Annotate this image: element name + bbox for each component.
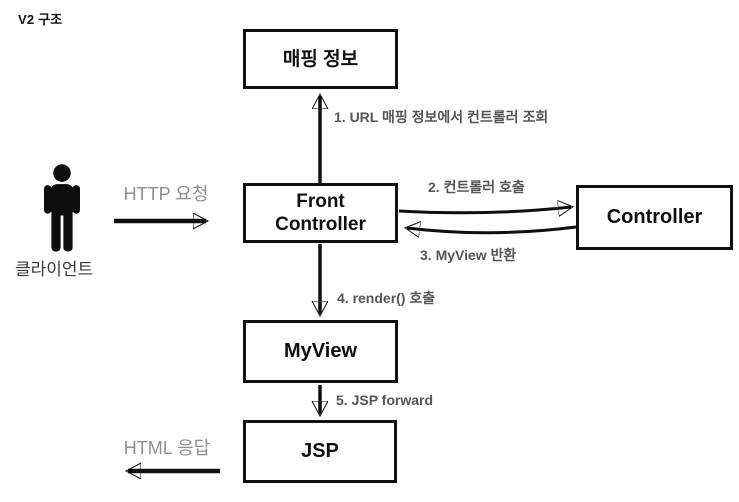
myview-return-arrow — [407, 227, 577, 233]
client-person-icon — [44, 164, 80, 252]
mapping-info-box: 매핑 정보 — [243, 29, 398, 89]
jsp-box: JSP — [243, 420, 397, 483]
jsp-box-label: JSP — [301, 440, 339, 462]
step2-label: 2. 컨트롤러 호출 — [428, 179, 525, 195]
controller-box: Controller — [576, 185, 733, 250]
diagram-title: V2 구조 — [18, 12, 63, 27]
controller-box-label: Controller — [606, 206, 703, 228]
front-controller-box: Front Controller — [243, 183, 398, 243]
step1-label: 1. URL 매핑 정보에서 컨트롤러 조회 — [334, 109, 549, 125]
mapping-info-box-label: 매핑 정보 — [282, 48, 359, 70]
myview-box: MyView — [243, 320, 398, 383]
controller-call-arrow — [398, 207, 571, 213]
step4-label: 4. render() 호출 — [337, 290, 436, 306]
front-controller-box-label-line1: Front — [296, 191, 345, 212]
front-controller-box-label-line2: Controller — [275, 214, 366, 235]
myview-box-label: MyView — [284, 340, 357, 362]
html-response-label: HTML 응답 — [123, 438, 211, 458]
http-request-label: HTTP 요청 — [123, 184, 209, 204]
step5-label: 5. JSP forward — [336, 392, 434, 408]
step3-label: 3. MyView 반환 — [420, 247, 517, 263]
client-label: 클라이언트 — [15, 260, 94, 279]
